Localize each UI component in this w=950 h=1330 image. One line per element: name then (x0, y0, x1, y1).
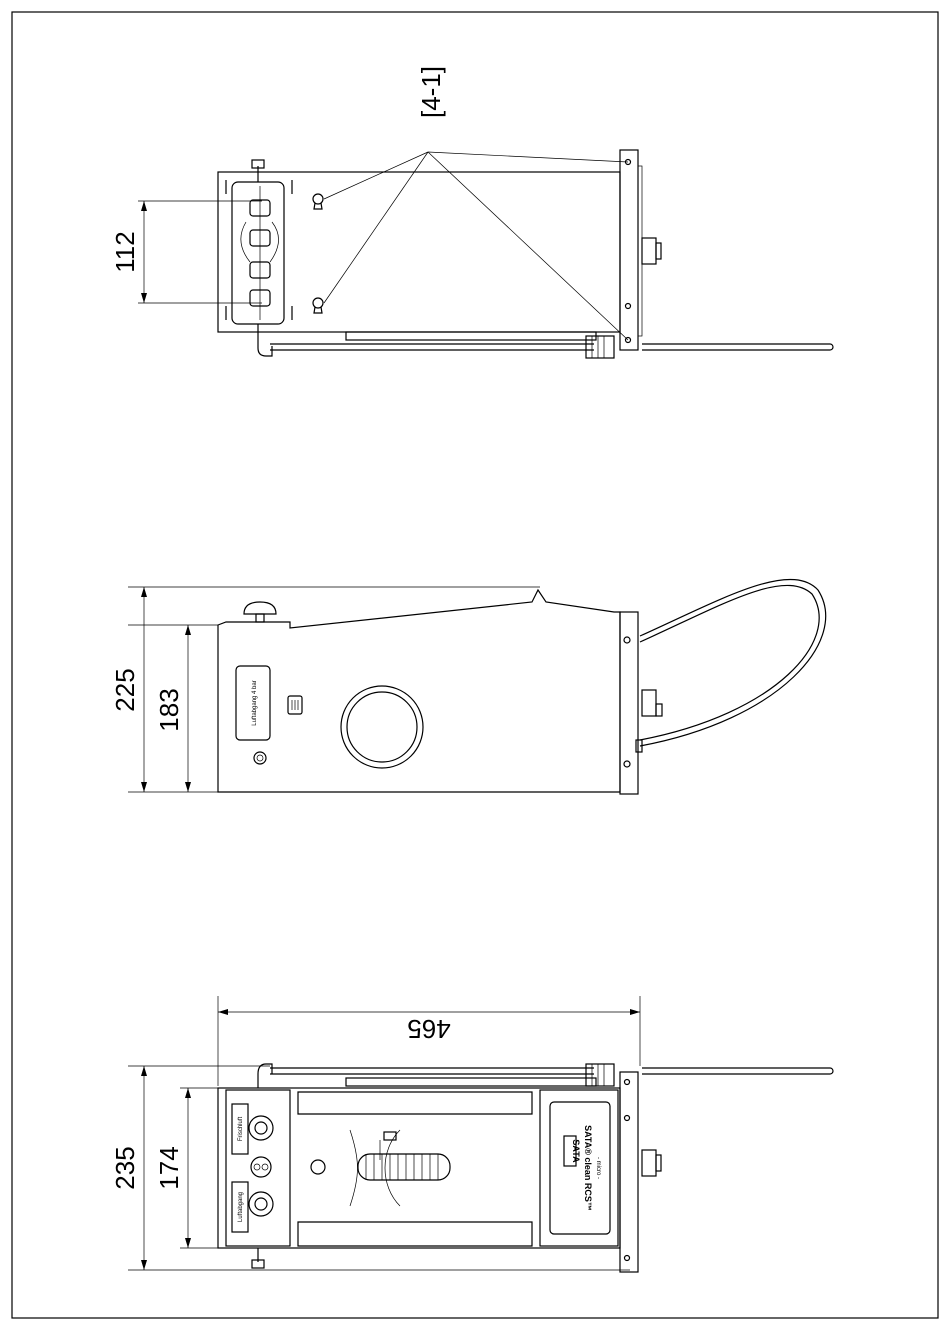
dim-183-label: 183 (154, 688, 184, 731)
side-view-body (218, 590, 620, 792)
dim-112-label: 112 (110, 231, 140, 272)
brand-sub: - micro - (595, 1157, 601, 1179)
callout-4-1: [4-1] (416, 66, 446, 118)
knob (244, 602, 276, 614)
front-view-wall-plate (620, 1072, 638, 1272)
brand-name: SATA® clean RCS™ (583, 1125, 593, 1211)
top-view-body (218, 172, 620, 332)
front-view-body (218, 1088, 620, 1248)
dim-235-label: 235 (110, 1146, 140, 1189)
brand-logo: SATA (571, 1139, 581, 1163)
top-view: 112 [4-1] (110, 66, 833, 358)
cable (642, 344, 833, 350)
front-view: Frischluft Luftabgang SATA SATA® clean R… (110, 996, 833, 1272)
page-frame (12, 12, 938, 1318)
round-window (341, 686, 423, 768)
front-plate-1-text: Frischluft (238, 1117, 244, 1142)
keyhole (313, 194, 323, 204)
front-plate-2-text: Luftabgang (238, 1192, 244, 1222)
fitting-upper (249, 1116, 273, 1140)
dim-174-label: 174 (154, 1146, 184, 1189)
top-view-wall-plate (620, 150, 638, 350)
spring (358, 1154, 450, 1180)
fitting-lower (249, 1192, 273, 1216)
side-cable (640, 579, 826, 746)
front-cable (642, 1068, 833, 1074)
dim-465-label: 465 (407, 1014, 450, 1044)
side-view: Luftabgang 4 bar 225 183 (110, 579, 826, 794)
dim-225-label: 225 (110, 668, 140, 711)
side-label-text: Luftabgang 4 bar (252, 680, 258, 725)
